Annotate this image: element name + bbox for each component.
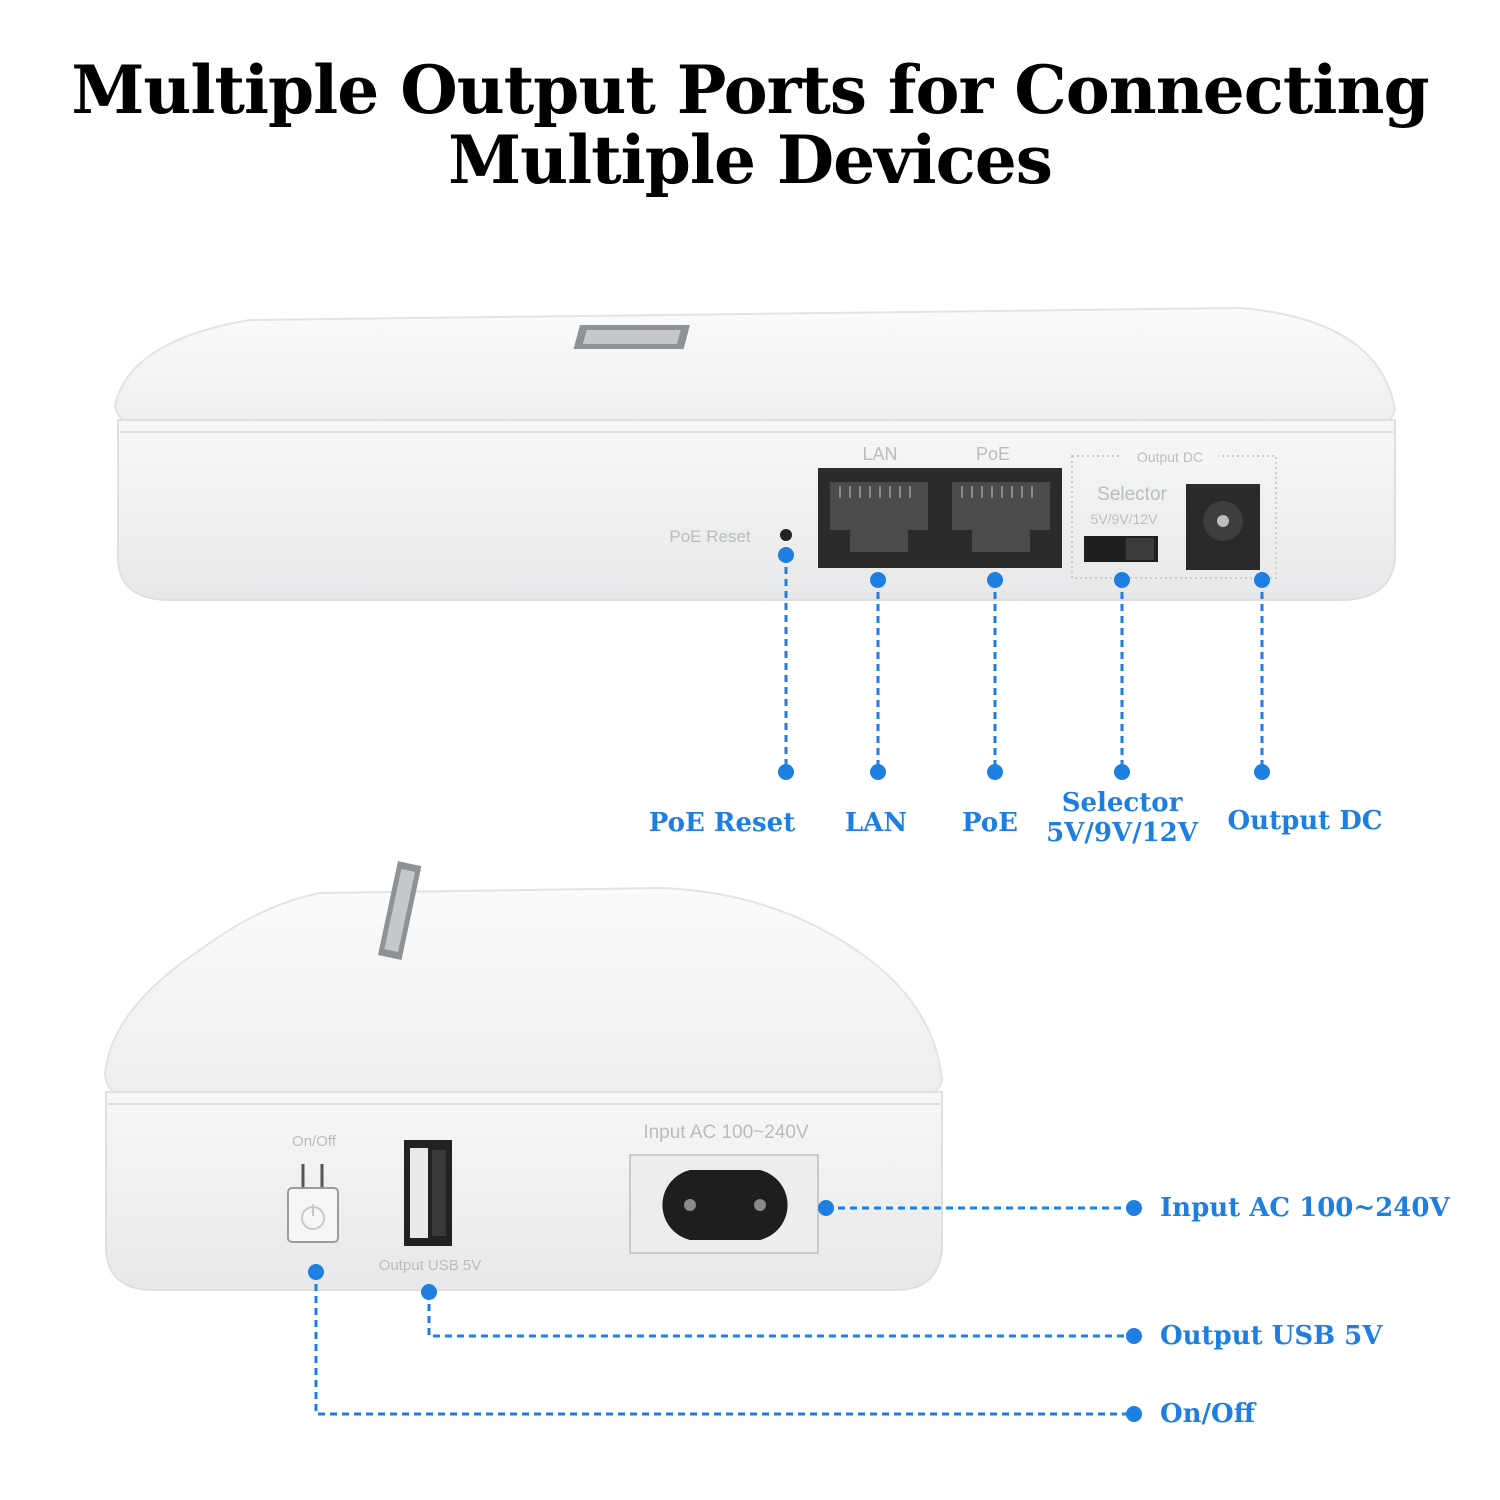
- callout-lines-bottom: [314, 1206, 1134, 1416]
- callout-lan: LAN: [844, 808, 908, 838]
- slide-switch-icon[interactable]: [1084, 536, 1158, 562]
- rj45-port-icon[interactable]: [940, 468, 1062, 568]
- title-line-2: Multiple Devices: [448, 121, 1053, 199]
- on-off-print: On/Off: [292, 1133, 337, 1150]
- title-line-1: Multiple Output Ports for Connecting: [71, 51, 1429, 129]
- usb-port-icon[interactable]: [404, 1140, 452, 1246]
- callout-poe-reset: PoE Reset: [648, 808, 796, 838]
- ac-socket-icon[interactable]: [629, 1154, 819, 1254]
- output-dc-print: Output DC: [1137, 449, 1203, 465]
- selector-print: Selector: [1097, 484, 1167, 505]
- device-top-lid: [113, 306, 1397, 433]
- brand-logo: [378, 861, 422, 960]
- output-usb-print: Output USB 5V: [379, 1257, 482, 1274]
- device-top-front: [117, 419, 1396, 601]
- device-bottom: On/Off Output USB 5V Input AC 100~240V: [103, 861, 944, 1291]
- callout-selector: Selector 5V/9V/12V: [1046, 788, 1198, 848]
- callout-output-dc: Output DC: [1227, 806, 1383, 836]
- callout-lines-top: [784, 555, 1264, 772]
- page-title: Multiple Output Ports for Connecting Mul…: [0, 55, 1500, 195]
- dc-jack-icon[interactable]: [1186, 484, 1260, 570]
- brand-logo: [573, 325, 690, 349]
- poe-reset-print: PoE Reset: [669, 527, 751, 546]
- callout-poe: PoE: [961, 808, 1019, 838]
- device-top: PoE Reset LAN PoE: [113, 306, 1397, 601]
- callout-dots-bottom: [308, 1200, 1142, 1422]
- input-ac-print: Input AC 100~240V: [643, 1122, 809, 1143]
- callout-input-ac: Input AC 100~240V: [1160, 1193, 1450, 1223]
- poe-print: PoE: [976, 444, 1010, 464]
- callout-on-off: On/Off: [1160, 1399, 1256, 1429]
- device-bottom-lid: [103, 886, 944, 1101]
- power-switch-icon[interactable]: [287, 1164, 339, 1243]
- callout-selector-line1: Selector: [1061, 788, 1183, 818]
- selector-values-print: 5V/9V/12V: [1091, 511, 1159, 527]
- rj45-port-icon[interactable]: [818, 468, 940, 568]
- callout-dots-top: [778, 547, 1270, 780]
- callout-selector-line2: 5V/9V/12V: [1046, 818, 1198, 848]
- callout-output-usb: Output USB 5V: [1160, 1321, 1383, 1351]
- reset-hole-icon[interactable]: [780, 529, 792, 541]
- lan-print: LAN: [862, 444, 897, 464]
